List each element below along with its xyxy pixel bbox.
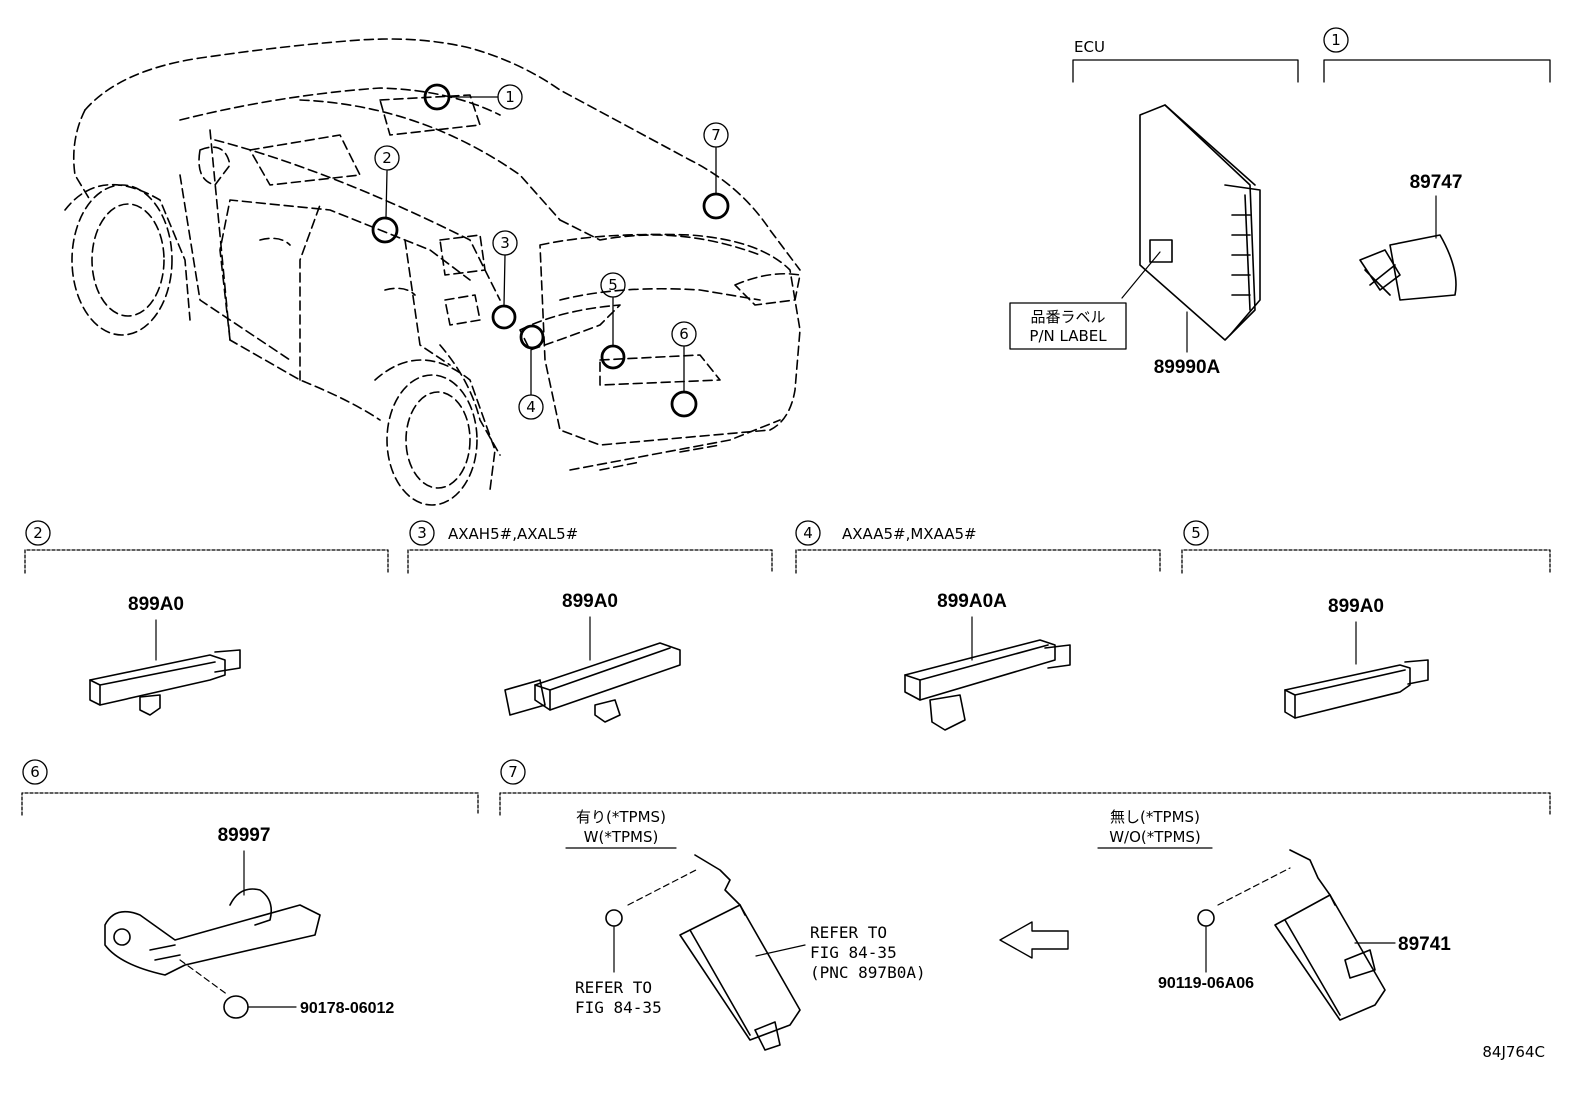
panel-4-models: AXAA5#,MXAA5# xyxy=(842,525,977,543)
clip-90178 xyxy=(223,995,249,1019)
refer-a-line2: FIG 84-35 xyxy=(575,998,662,1017)
screw-right xyxy=(1197,909,1215,927)
callout-4: 4 xyxy=(526,398,536,416)
bracket-89997 xyxy=(104,904,321,976)
refer-b-line3: (PNC 897B0A) xyxy=(810,963,926,982)
module-899A0A-panel4 xyxy=(904,616,1071,731)
panel-7-number: 7 xyxy=(508,763,518,781)
screw-left xyxy=(605,909,623,927)
callout-leaders xyxy=(385,96,717,396)
pn-label-jp: 品番ラベル xyxy=(1030,308,1105,326)
module-899A0-panel5 xyxy=(1284,621,1429,719)
part-90178-06012: 90178-06012 xyxy=(300,1000,394,1017)
with-tpms-en: W(*TPMS) xyxy=(584,828,659,846)
ecu-panel xyxy=(1009,59,1299,353)
panel-3-number: 3 xyxy=(417,524,427,542)
panel-1-number: 1 xyxy=(1331,31,1341,49)
callout-circles xyxy=(374,84,729,420)
part-89741: 89741 xyxy=(1398,934,1451,955)
part-89990A: 89990A xyxy=(1154,357,1221,378)
panel-2-number: 2 xyxy=(33,524,43,542)
callout-6: 6 xyxy=(679,325,689,343)
callout-1: 1 xyxy=(505,88,515,106)
callout-7: 7 xyxy=(711,126,721,144)
part-899A0-p5: 899A0 xyxy=(1328,596,1384,617)
callout-2: 2 xyxy=(382,149,392,167)
module-899A0-panel2 xyxy=(89,619,241,716)
without-tpms-jp: 無し(*TPMS) xyxy=(1110,808,1200,826)
sensor-location-markers xyxy=(371,83,730,418)
figure-id: 84J764C xyxy=(1482,1043,1545,1061)
with-tpms-jp: 有り(*TPMS) xyxy=(576,808,666,826)
panel-7 xyxy=(499,759,1551,1051)
refer-a-line1: REFER TO xyxy=(575,978,652,997)
ecu-unit xyxy=(1139,104,1256,341)
ecu-header: ECU xyxy=(1074,38,1105,56)
direction-arrow xyxy=(999,921,1069,959)
panel-5-number: 5 xyxy=(1191,524,1201,542)
receiver-with-tpms xyxy=(679,904,801,1041)
panel-brackets-row2 xyxy=(24,520,1551,574)
callout-5: 5 xyxy=(608,276,618,294)
panel-4-number: 4 xyxy=(803,524,813,542)
receiver-89741 xyxy=(1274,894,1386,1021)
panel-6 xyxy=(21,759,479,1019)
pn-label-en: P/N LABEL xyxy=(1029,327,1107,345)
part-90119-06A06: 90119-06A06 xyxy=(1158,975,1254,992)
part-899A0A: 899A0A xyxy=(937,591,1007,612)
vehicle-illustration xyxy=(64,38,801,506)
part-89747: 89747 xyxy=(1410,172,1463,193)
sensor-89747 xyxy=(1389,234,1457,301)
callout-labels: 1 2 3 4 5 6 7 xyxy=(382,88,721,416)
panel-1 xyxy=(1323,27,1551,301)
part-899A0-p2: 899A0 xyxy=(128,594,184,615)
without-tpms-en: W/O(*TPMS) xyxy=(1109,828,1201,846)
callout-3: 3 xyxy=(500,234,510,252)
part-89997: 89997 xyxy=(218,825,271,846)
refer-b-line2: FIG 84-35 xyxy=(810,943,897,962)
panel-6-number: 6 xyxy=(30,763,40,781)
panel-3-models: AXAH5#,AXAL5# xyxy=(448,525,578,543)
refer-b-line1: REFER TO xyxy=(810,923,887,942)
module-899A0-panel3 xyxy=(504,616,681,723)
part-899A0-p3: 899A0 xyxy=(562,591,618,612)
